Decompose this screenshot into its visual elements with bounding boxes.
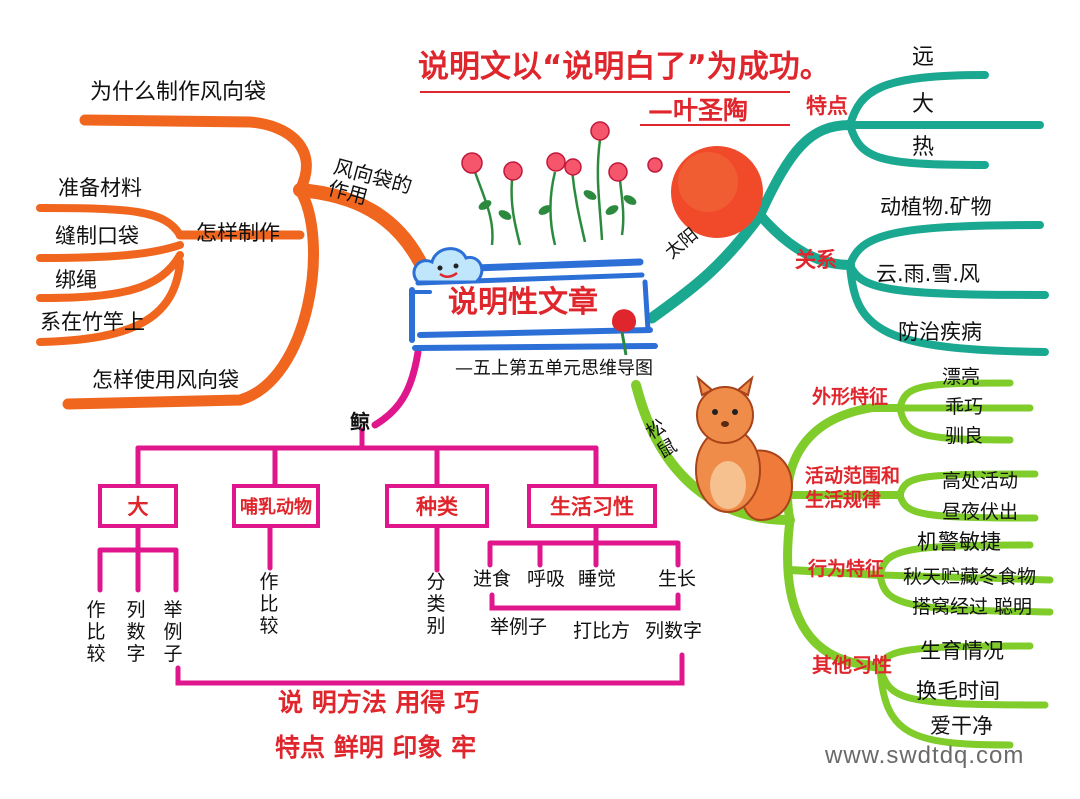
whale-box-habits: 生活习性 bbox=[527, 484, 657, 528]
quote-text: 说明文以“说明白了”为成功。 bbox=[418, 49, 831, 85]
squirrel-group-1-name: 外形特征 bbox=[812, 386, 889, 408]
sun-feature-2: 大 bbox=[912, 92, 935, 117]
feature-branch-3 bbox=[846, 121, 989, 169]
windsock-step-2: 缝制口袋 bbox=[55, 224, 139, 248]
windsock-step-4: 系在竹竿上 bbox=[40, 310, 145, 334]
whale-big-method-1: 作比较 bbox=[86, 599, 106, 665]
windsock-how-use: 怎样使用风向袋 bbox=[92, 368, 239, 392]
step-branch-1 bbox=[36, 204, 184, 239]
whale-box-mammal: 哺乳动物 bbox=[232, 484, 320, 528]
relation-branch-1 bbox=[846, 221, 1044, 269]
sun-icon bbox=[671, 146, 763, 238]
whale-main-branch bbox=[371, 348, 422, 429]
sun-branches bbox=[646, 71, 1049, 356]
habits-connector bbox=[487, 522, 681, 568]
squirrel-item-4-2: 换毛时间 bbox=[916, 679, 1000, 703]
sun-relation-1: 动植物.矿物 bbox=[880, 195, 992, 219]
sun-relations-label: 关系 bbox=[795, 248, 837, 272]
center-title: 说明性文章 bbox=[448, 285, 598, 320]
windsock-step-1: 准备材料 bbox=[58, 176, 142, 200]
whale-tree bbox=[97, 348, 685, 686]
whale-summary-2: 特点 鲜明 印象 牢 bbox=[275, 733, 477, 762]
leaf-marks bbox=[478, 190, 637, 220]
whale-habit-method-1: 举例子 bbox=[490, 616, 548, 638]
squirrel-item-2-2: 昼夜伏出 bbox=[942, 501, 1019, 523]
quote-author: —叶圣陶 bbox=[648, 96, 749, 125]
step-branch-3 bbox=[36, 251, 184, 302]
squirrel-item-3-3: 搭窝经过 聪明 bbox=[912, 596, 1033, 618]
whale-habit-2: 呼吸 bbox=[527, 568, 566, 590]
whale-label: 鲸 bbox=[350, 410, 370, 434]
watermark: www.swdtdq.com bbox=[825, 742, 1025, 769]
squirrel-group-4-name: 其他习性 bbox=[812, 653, 892, 677]
sun-main-branch bbox=[646, 209, 766, 324]
whale-habit-3: 睡觉 bbox=[578, 568, 617, 590]
step-branch-2 bbox=[36, 241, 184, 262]
cloud-icon bbox=[412, 247, 484, 284]
flower-heads bbox=[461, 121, 663, 182]
squirrel-item-3-2: 秋天贮藏冬食物 bbox=[903, 566, 1037, 588]
sun-features-branch bbox=[755, 120, 855, 220]
squirrel-icon bbox=[695, 375, 793, 522]
whale-habit-method-3: 列数字 bbox=[645, 620, 703, 642]
sun-relations-branch bbox=[755, 210, 855, 270]
center-subtitle: —五上第五单元思维导图 bbox=[455, 358, 653, 379]
windsock-why: 为什么制作风向袋 bbox=[90, 80, 267, 105]
windsock-trunk bbox=[79, 114, 312, 196]
windsock-branches bbox=[36, 114, 427, 410]
sun-relation-2: 云.雨.雪.风 bbox=[876, 262, 981, 286]
squirrel-item-4-1: 生育情况 bbox=[920, 639, 1004, 663]
whale-habit-method-2: 打比方 bbox=[573, 620, 631, 642]
habit-methods-connector bbox=[489, 592, 681, 611]
windsock-trunk-lower bbox=[62, 184, 319, 410]
windsock-main-branch bbox=[293, 183, 427, 269]
whale-big-method-3: 举例子 bbox=[163, 599, 183, 665]
squirrel-trunk-lower bbox=[783, 515, 875, 670]
squirrel-item-1-1: 漂亮 bbox=[942, 366, 981, 388]
title-frame bbox=[409, 258, 658, 351]
whale-mammal-method: 作比较 bbox=[259, 571, 279, 637]
squirrel-item-3-1: 机警敏捷 bbox=[917, 530, 1001, 554]
windsock-how-make: 怎样制作 bbox=[196, 221, 280, 245]
squirrel-item-1-2: 乖巧 bbox=[945, 396, 984, 418]
whale-habit-4: 生长 bbox=[658, 568, 697, 590]
squirrel-item-2-1: 高处活动 bbox=[942, 470, 1019, 492]
squirrel-item-1-3: 驯良 bbox=[945, 425, 984, 447]
feature-branch-1 bbox=[846, 71, 989, 129]
behavior-branch bbox=[786, 566, 884, 579]
flowers-icon bbox=[473, 139, 625, 246]
squirrel-group-3-name: 行为特征 bbox=[808, 558, 885, 580]
whale-summary-1: 说 明方法 用得 巧 bbox=[278, 688, 480, 717]
squirrel-group-2-name: 活动范围和生活规律 bbox=[805, 465, 901, 511]
whale-box-kinds: 种类 bbox=[385, 484, 489, 528]
relation-branch-3 bbox=[846, 261, 1049, 356]
whale-box-big: 大 bbox=[98, 484, 178, 528]
whale-big-method-2: 列数字 bbox=[126, 599, 146, 665]
squirrel-item-4-3: 爱干净 bbox=[930, 714, 993, 738]
rose-icon bbox=[612, 309, 636, 356]
sun-feature-1: 远 bbox=[912, 45, 935, 70]
whale-kind-method: 分类别 bbox=[426, 571, 446, 637]
big-methods-connector bbox=[97, 522, 179, 593]
windsock-step-3: 绑绳 bbox=[55, 268, 97, 292]
sun-relation-3: 防治疾病 bbox=[898, 320, 982, 344]
summary-bracket bbox=[175, 652, 685, 686]
quote-underline bbox=[420, 91, 790, 126]
whale-habit-1: 进食 bbox=[473, 568, 512, 590]
sun-feature-3: 热 bbox=[912, 135, 935, 160]
sun-features-label: 特点 bbox=[806, 94, 848, 118]
step-branch-4 bbox=[36, 258, 184, 346]
